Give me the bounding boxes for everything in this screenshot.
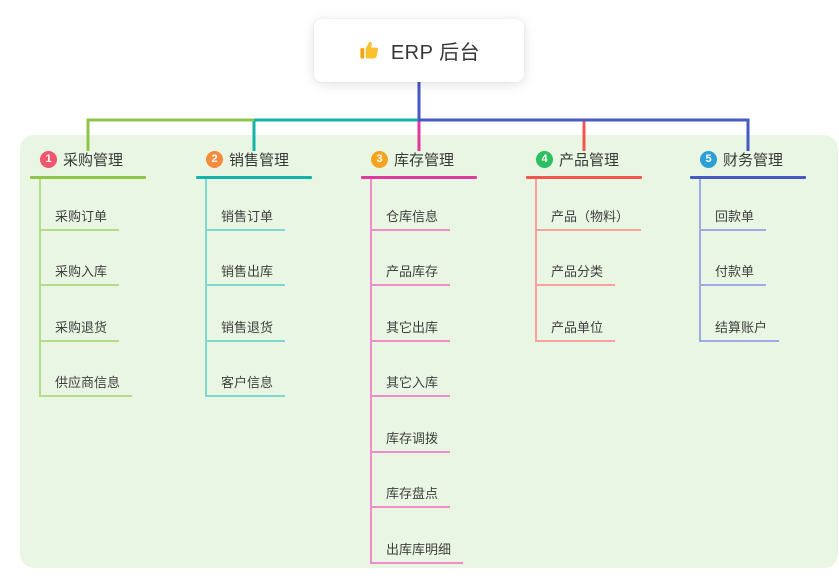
branch-underline <box>690 176 806 179</box>
branch-badge: 4 <box>536 150 553 168</box>
branch-underline <box>196 176 312 179</box>
branch-label: 销售管理 <box>229 151 290 169</box>
child-item[interactable]: 其它入库 <box>386 375 439 390</box>
branch-header-5[interactable]: 5 财务管理 <box>700 149 783 169</box>
child-underline <box>205 228 285 231</box>
branch-badge: 2 <box>206 150 223 168</box>
child-underline <box>39 395 132 397</box>
branch-label: 采购管理 <box>63 151 124 169</box>
root-node[interactable]: ERP 后台 <box>314 19 524 82</box>
child-underline <box>39 284 119 286</box>
child-underline <box>39 339 119 342</box>
child-underline <box>39 228 119 231</box>
child-item[interactable]: 回款单 <box>715 208 755 224</box>
child-underline <box>699 339 779 342</box>
child-underline <box>699 284 766 286</box>
child-item[interactable]: 供应商信息 <box>55 375 121 390</box>
branch-header-2[interactable]: 2 销售管理 <box>206 149 289 169</box>
child-underline <box>370 284 450 286</box>
child-item[interactable]: 客户信息 <box>221 375 274 390</box>
child-underline <box>535 228 642 231</box>
child-item[interactable]: 采购订单 <box>55 208 108 224</box>
branch-badge: 1 <box>40 150 57 168</box>
child-underline <box>205 284 285 286</box>
branch-trunk-line <box>535 179 537 342</box>
child-item[interactable]: 产品分类 <box>551 264 604 279</box>
root-node-label: ERP 后台 <box>390 42 481 64</box>
branch-header-3[interactable]: 3 库存管理 <box>371 149 454 169</box>
child-item[interactable]: 产品库存 <box>386 264 439 279</box>
child-underline <box>370 450 450 453</box>
branch-label: 产品管理 <box>559 151 620 169</box>
child-item[interactable]: 库存调拨 <box>386 430 439 446</box>
child-underline <box>205 395 285 397</box>
child-underline <box>699 228 766 231</box>
branch-underline <box>526 176 642 179</box>
child-underline <box>370 395 450 397</box>
child-underline <box>370 561 463 564</box>
canvas-panel <box>20 135 838 568</box>
thumbs-up-icon <box>360 41 378 59</box>
child-item[interactable]: 仓库信息 <box>386 208 439 224</box>
child-item[interactable]: 付款单 <box>715 264 755 279</box>
child-underline <box>535 284 615 286</box>
child-item[interactable]: 销售出库 <box>221 264 274 279</box>
child-item[interactable]: 库存盘点 <box>386 486 439 501</box>
branch-header-4[interactable]: 4 产品管理 <box>536 149 619 169</box>
branch-badge: 3 <box>371 150 388 168</box>
child-underline <box>370 228 450 231</box>
child-item[interactable]: 采购入库 <box>55 264 108 279</box>
child-item[interactable]: 出库库明细 <box>386 541 452 557</box>
child-underline <box>205 339 285 342</box>
branch-trunk-line <box>699 179 701 342</box>
branch-header-1[interactable]: 1 采购管理 <box>40 149 123 169</box>
branch-underline <box>30 176 146 179</box>
branch-underline <box>361 176 477 179</box>
child-item[interactable]: 销售退货 <box>221 319 274 335</box>
child-item[interactable]: 采购退货 <box>55 319 108 335</box>
child-item[interactable]: 产品（物料） <box>551 208 630 224</box>
child-item[interactable]: 产品单位 <box>551 319 604 335</box>
child-item[interactable]: 销售订单 <box>221 208 274 224</box>
branch-label: 库存管理 <box>394 151 455 169</box>
child-item[interactable]: 其它出库 <box>386 319 439 335</box>
child-underline <box>370 339 450 342</box>
child-item[interactable]: 结算账户 <box>715 319 768 335</box>
branch-trunk-line <box>370 179 372 564</box>
branch-badge: 5 <box>700 150 717 168</box>
branch-trunk-line <box>39 179 41 397</box>
branch-trunk-line <box>205 179 207 397</box>
branch-label: 财务管理 <box>723 151 784 169</box>
child-underline <box>535 339 615 342</box>
child-underline <box>370 506 450 508</box>
